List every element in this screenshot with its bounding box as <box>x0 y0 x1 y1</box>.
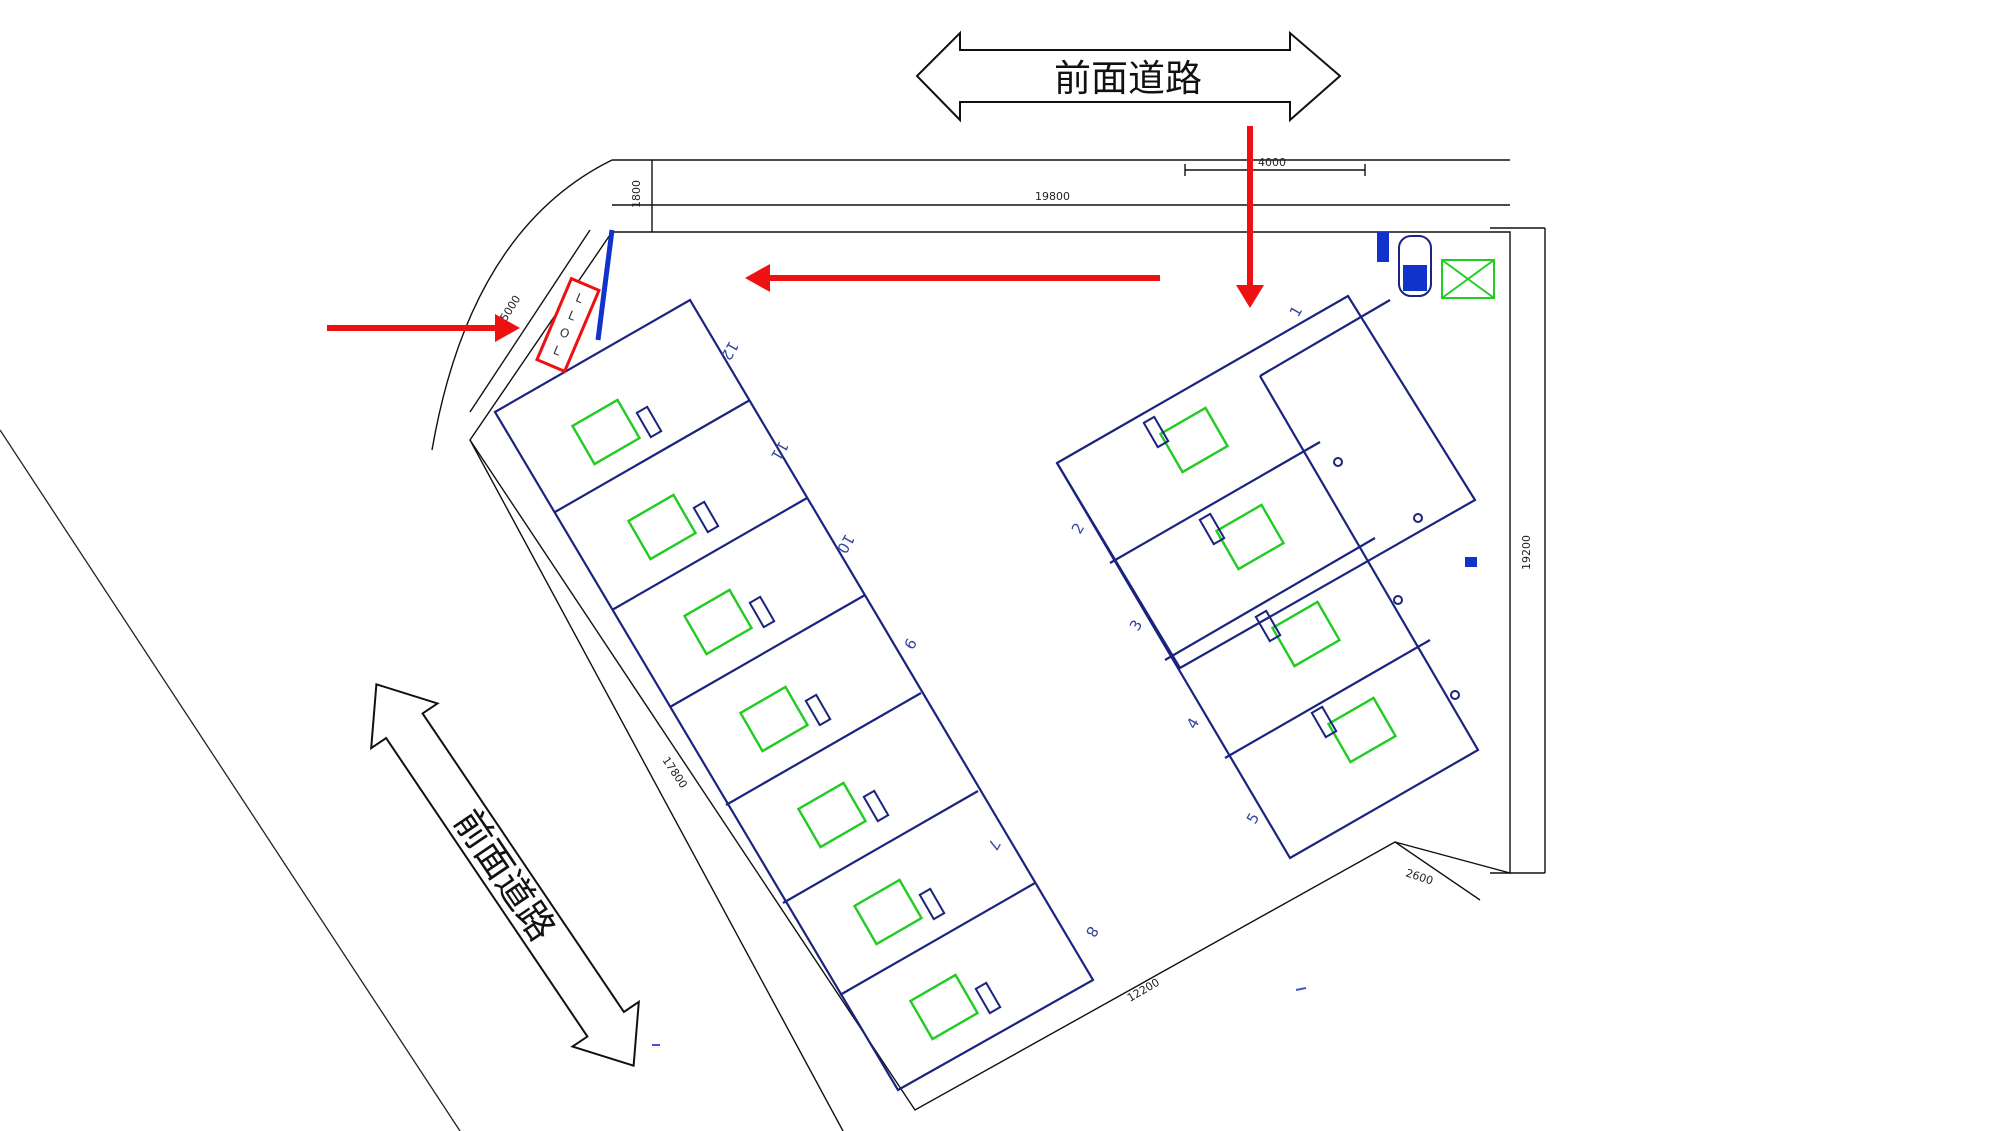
entrance-sign: L L O L <box>535 276 601 374</box>
left-row-equipment <box>635 405 1002 1015</box>
space-number: 11 <box>767 438 792 464</box>
tank-fill <box>1403 265 1427 291</box>
top-road-label: 前面道路 <box>1054 57 1202 100</box>
svg-text:L: L <box>566 308 578 324</box>
storage-box-icon <box>1441 259 1495 299</box>
dim-left-side: 17800 <box>660 754 690 790</box>
space-number: 5 <box>1243 810 1263 827</box>
space-number: 10 <box>833 531 858 557</box>
gate-bar <box>595 229 615 341</box>
tank-icon <box>1398 235 1432 297</box>
left-road-arrow: 前面道路 <box>370 682 640 1068</box>
space-number: 1 <box>1286 303 1306 320</box>
drain-icon <box>1465 557 1477 567</box>
space-number: 8 <box>1082 923 1102 940</box>
right-row-vehicles <box>1158 406 1398 764</box>
dim-right-height: 19200 <box>1520 535 1533 570</box>
utility-area <box>1377 232 1495 567</box>
space-number: 9 <box>900 635 920 652</box>
right-parking-row <box>1055 294 1480 860</box>
right-space-numbers: 1 2 3 4 5 <box>1068 303 1306 827</box>
left-parking-row <box>493 298 1095 1092</box>
dim-top-entrance: 4000 <box>1258 156 1286 169</box>
space-number: 3 <box>1126 617 1146 634</box>
flow-arrows <box>327 126 1264 342</box>
street-edge-line <box>0 429 461 1131</box>
space-number: 4 <box>1183 715 1203 732</box>
dim-bottom-right: 2600 <box>1404 866 1435 887</box>
space-number: 12 <box>717 338 742 364</box>
dim-top-width: 19800 <box>1035 190 1070 203</box>
meter-icon <box>1377 232 1389 262</box>
left-space-numbers: 12 11 10 9 7 8 <box>717 338 1102 940</box>
right-row-equipment <box>1142 415 1460 739</box>
space-number: 7 <box>984 836 1004 853</box>
lot-boundary <box>431 159 1546 1131</box>
left-row-vehicles <box>570 398 980 1041</box>
entrance-sign-text: L <box>574 291 586 307</box>
space-number: 2 <box>1068 520 1088 537</box>
dim-bottom-side: 12200 <box>1125 976 1162 1005</box>
left-road-label: 前面道路 <box>445 802 563 949</box>
dim-top-offset: 1800 <box>630 180 643 208</box>
svg-text:L: L <box>551 343 563 359</box>
top-road-arrow: 前面道路 <box>915 30 1342 123</box>
